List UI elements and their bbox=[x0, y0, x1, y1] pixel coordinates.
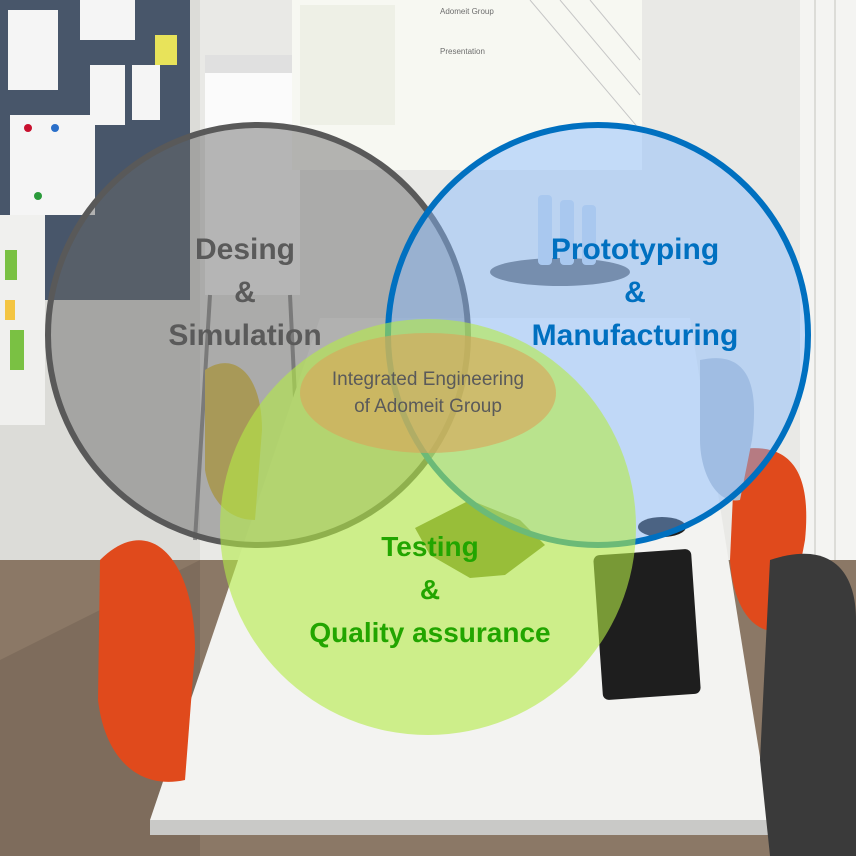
chair-gray-right bbox=[700, 358, 755, 501]
chair-red-left bbox=[98, 540, 195, 782]
prototyping-title: Prototyping bbox=[550, 233, 720, 266]
label-prototyping-manufacturing: Prototyping & Manufacturing bbox=[495, 228, 775, 357]
flip-chart bbox=[205, 55, 300, 295]
chair-dark-right bbox=[760, 553, 856, 856]
center-overlap-highlight bbox=[300, 333, 556, 453]
prototyping-ampersand: & bbox=[624, 276, 646, 309]
label-design-simulation: Desing & Simulation bbox=[120, 228, 370, 357]
side-table bbox=[490, 258, 630, 286]
simulation-title: Simulation bbox=[168, 319, 322, 352]
center-line-1: Integrated Engineering bbox=[331, 369, 525, 390]
design-title: Desing bbox=[194, 233, 296, 266]
quality-title: Quality assurance bbox=[309, 617, 551, 648]
design-ampersand: & bbox=[234, 276, 256, 309]
label-integrated-engineering: Integrated Engineering of Adomeit Group bbox=[300, 366, 556, 420]
testing-title: Testing bbox=[381, 531, 479, 562]
projector-heading: Presentation bbox=[440, 47, 485, 56]
label-testing-quality: Testing & Quality assurance bbox=[260, 525, 600, 654]
center-line-2: of Adomeit Group bbox=[354, 396, 502, 417]
projector-title: Adomeit Group bbox=[440, 7, 494, 16]
testing-ampersand: & bbox=[419, 574, 441, 605]
manufacturing-title: Manufacturing bbox=[531, 319, 739, 352]
window-blinds bbox=[800, 0, 856, 560]
